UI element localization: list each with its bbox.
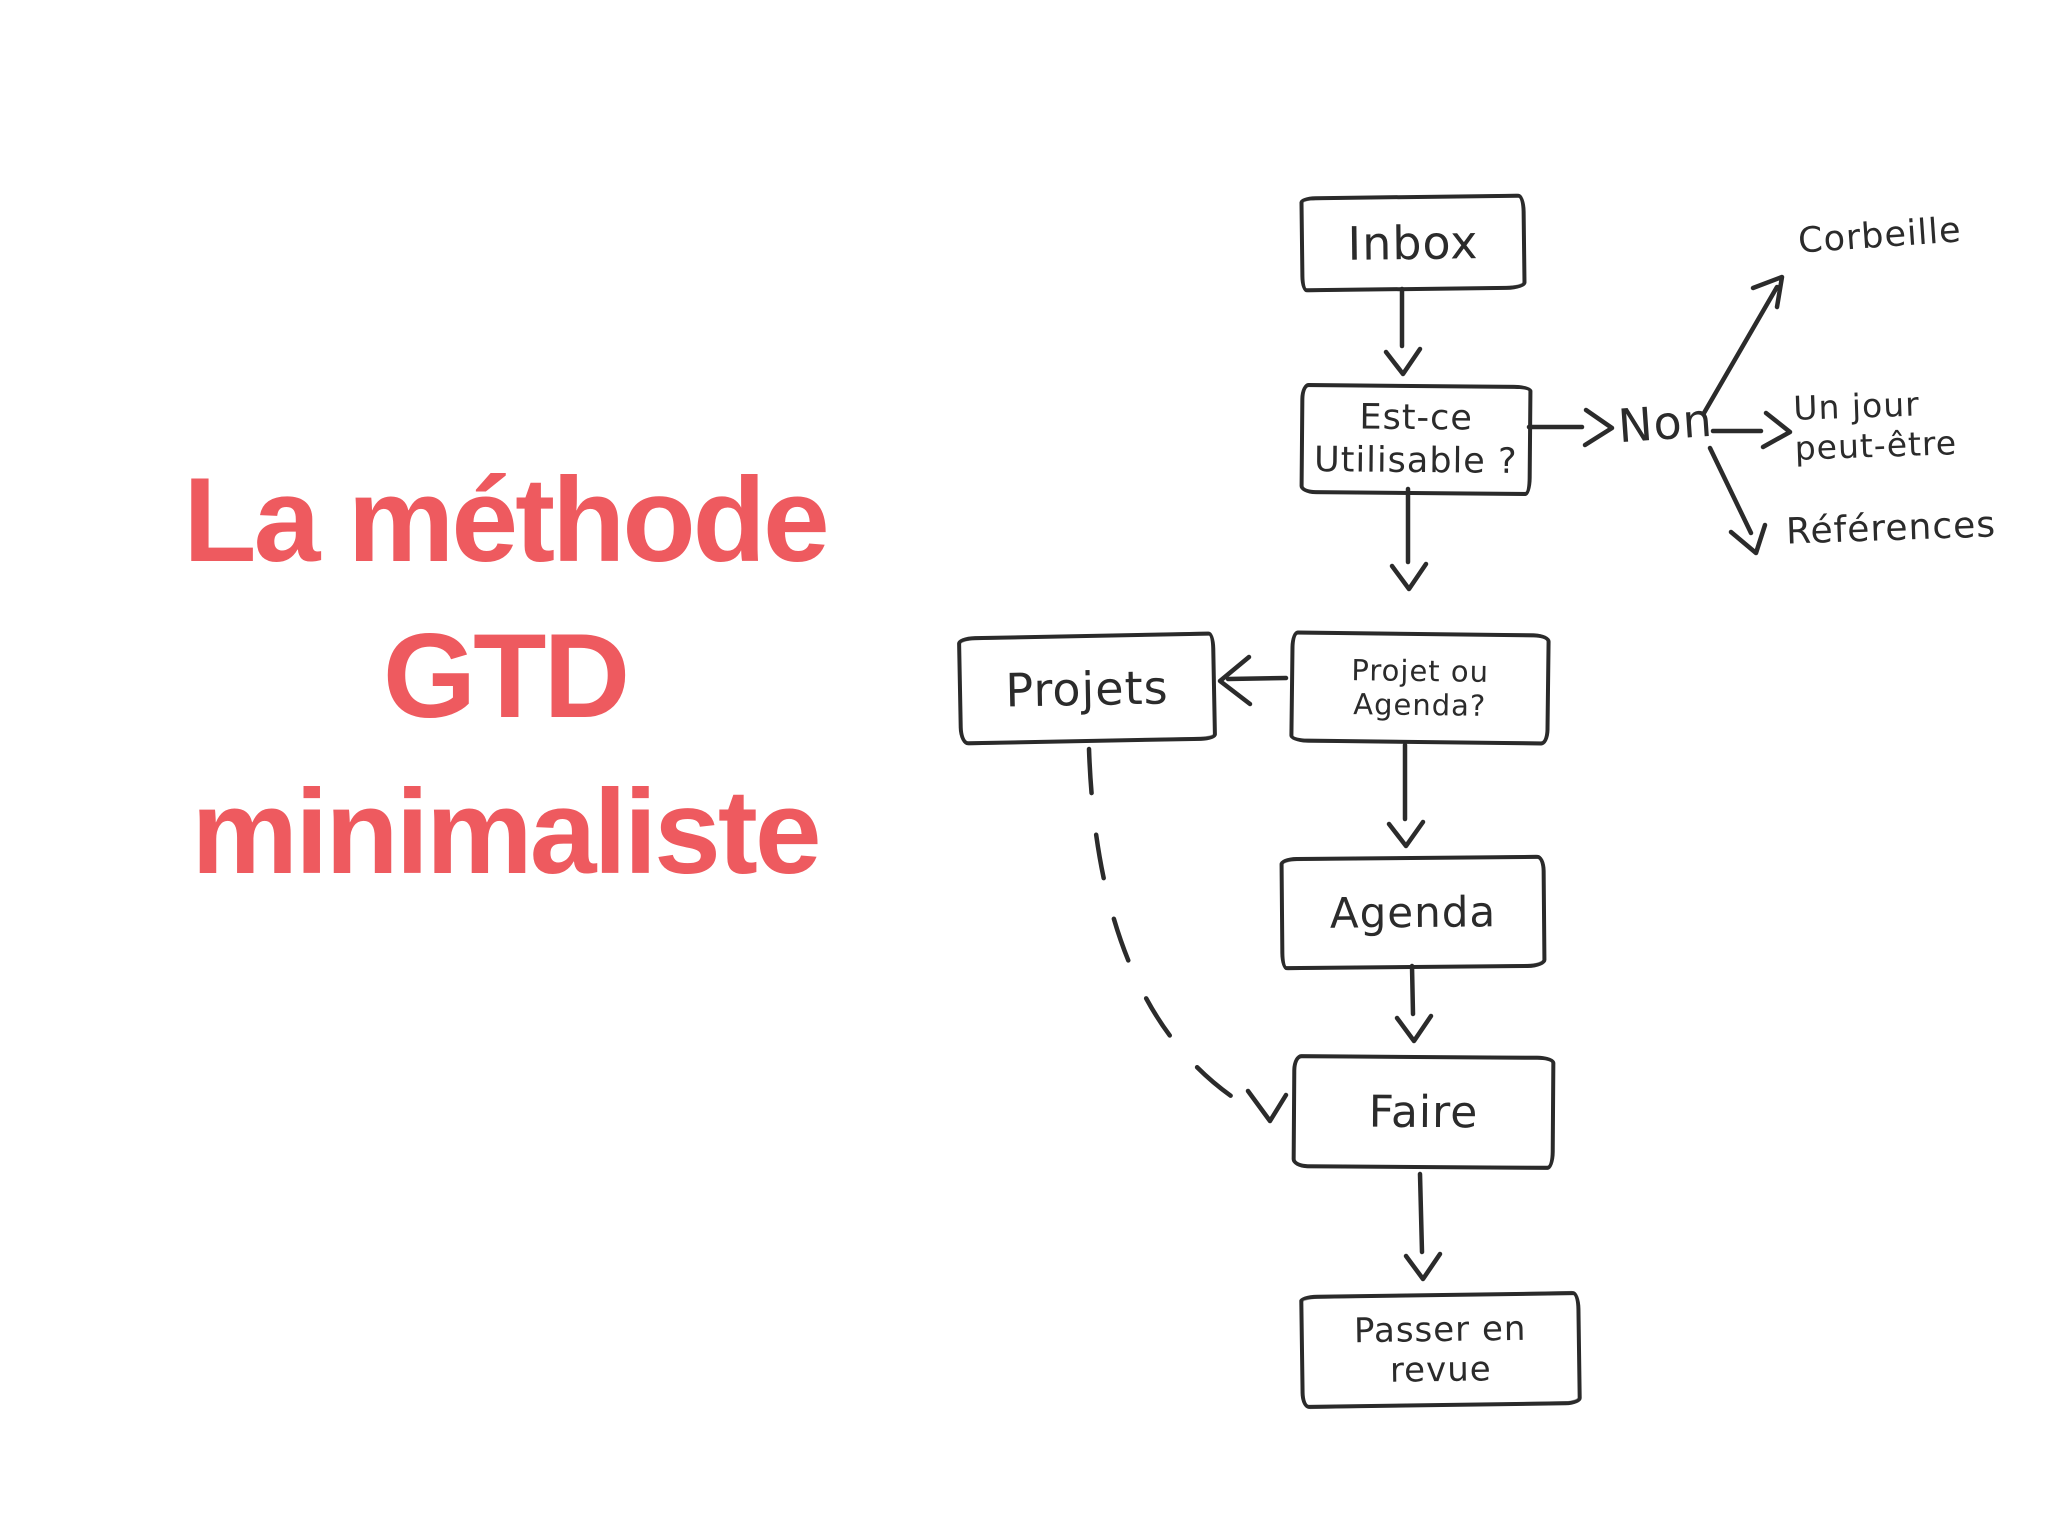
label-un-jour-peut-etre: Un jour peut-être	[1792, 384, 1958, 469]
edge-faire-revue	[1403, 1171, 1443, 1282]
flow-node-projet-ou-agenda: Projet ou Agenda?	[1289, 630, 1551, 746]
flow-node-faire: Faire	[1291, 1054, 1556, 1170]
flow-node-passer-en-revue: Passer en revue	[1299, 1291, 1582, 1409]
edge-non-unjour-arrowhead	[1760, 410, 1793, 450]
edge-projets-faire-line	[1086, 746, 1246, 1107]
flow-node-est-ce-utilisable-label: Est-ce Utilisable ?	[1313, 397, 1518, 482]
flow-node-projets: Projets	[956, 631, 1218, 746]
edge-faire-revue-line	[1417, 1171, 1425, 1255]
edge-poa-agenda-arrowhead	[1386, 819, 1426, 849]
edge-projets-faire-arrowhead	[1245, 1088, 1289, 1124]
edge-non-references	[1707, 445, 1768, 556]
flow-node-agenda: Agenda	[1279, 854, 1547, 971]
flow-node-passer-en-revue-label: Passer en revue	[1353, 1308, 1527, 1391]
flow-node-agenda-label: Agenda	[1329, 887, 1497, 938]
flow-node-est-ce-utilisable: Est-ce Utilisable ?	[1299, 382, 1533, 497]
edge-poa-projets-arrowhead	[1217, 654, 1253, 707]
edge-usable-non-arrowhead	[1582, 407, 1615, 448]
label-references: Références	[1785, 504, 1997, 553]
edge-faire-revue-arrowhead	[1403, 1251, 1443, 1282]
edge-poa-projets	[1217, 654, 1289, 707]
edge-poa-projets-line	[1225, 675, 1289, 682]
edge-non-corbeille-arrowhead	[1750, 274, 1785, 310]
edge-agenda-faire-line	[1409, 963, 1416, 1017]
edge-usable-poa	[1389, 486, 1429, 592]
edge-poa-agenda	[1386, 742, 1426, 849]
edge-agenda-faire	[1394, 963, 1434, 1044]
edge-usable-non	[1526, 407, 1615, 448]
edge-projets-faire-dashed	[1086, 746, 1289, 1124]
edge-non-unjour	[1710, 410, 1793, 450]
edge-non-references-line	[1707, 445, 1754, 536]
flow-node-inbox-label: Inbox	[1347, 215, 1479, 271]
flow-node-projet-ou-agenda-label: Projet ou Agenda?	[1351, 653, 1490, 723]
edge-agenda-faire-arrowhead	[1394, 1013, 1434, 1044]
flow-node-faire-label: Faire	[1368, 1086, 1479, 1138]
edge-inbox-usable	[1383, 286, 1423, 377]
flow-node-projets-label: Projets	[1004, 659, 1170, 718]
edge-non-corbeille-line	[1701, 284, 1780, 416]
label-non: Non	[1616, 392, 1715, 454]
edge-non-corbeille	[1701, 274, 1785, 416]
edge-usable-poa-arrowhead	[1389, 561, 1429, 592]
edge-inbox-usable-arrowhead	[1383, 346, 1423, 377]
slide-title: La méthode GTD minimaliste	[183, 453, 829, 899]
edge-non-references-arrowhead	[1728, 522, 1768, 556]
flow-node-inbox: Inbox	[1299, 193, 1527, 293]
